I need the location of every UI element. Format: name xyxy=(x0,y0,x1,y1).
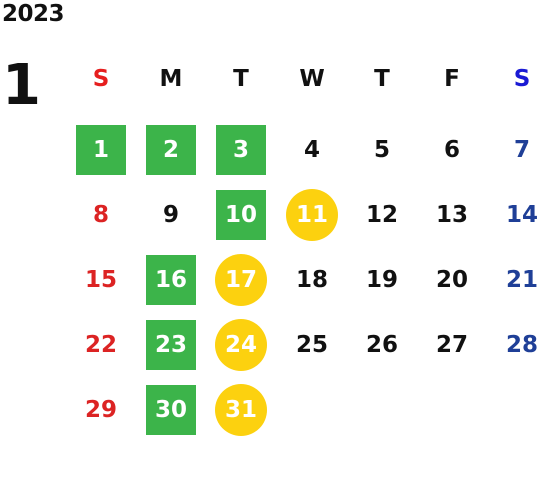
day-cell-17[interactable]: 17 xyxy=(215,254,267,306)
day-cell-23[interactable]: 23 xyxy=(146,320,196,370)
day-cell-3[interactable]: 3 xyxy=(216,125,266,175)
calendar-year: 2023 xyxy=(2,1,65,27)
day-cell-4[interactable]: 4 xyxy=(303,137,320,163)
day-cell-9[interactable]: 9 xyxy=(162,202,179,228)
day-cell-30[interactable]: 30 xyxy=(146,385,196,435)
day-cell-29[interactable]: 29 xyxy=(84,397,117,423)
day-cell-22[interactable]: 22 xyxy=(84,332,117,358)
day-cell-31[interactable]: 31 xyxy=(215,384,267,436)
weekday-header-6: S xyxy=(513,66,531,92)
day-cell-11[interactable]: 11 xyxy=(286,189,338,241)
weekday-header-1: M xyxy=(159,66,183,92)
day-cell-21[interactable]: 21 xyxy=(505,267,538,293)
day-cell-27[interactable]: 27 xyxy=(435,332,468,358)
day-cell-7[interactable]: 7 xyxy=(513,137,530,163)
day-cell-16[interactable]: 16 xyxy=(146,255,196,305)
day-cell-13[interactable]: 13 xyxy=(435,202,468,228)
day-cell-18[interactable]: 18 xyxy=(295,267,328,293)
weekday-header-4: T xyxy=(374,66,390,92)
day-cell-2[interactable]: 2 xyxy=(146,125,196,175)
calendar-month: 1 xyxy=(2,53,41,118)
weekday-header-3: W xyxy=(299,66,325,92)
day-cell-26[interactable]: 26 xyxy=(365,332,398,358)
day-cell-5[interactable]: 5 xyxy=(373,137,390,163)
weekday-header-2: T xyxy=(233,66,249,92)
weekday-header-5: F xyxy=(444,66,460,92)
day-cell-14[interactable]: 14 xyxy=(505,202,538,228)
day-cell-10[interactable]: 10 xyxy=(216,190,266,240)
day-cell-28[interactable]: 28 xyxy=(505,332,538,358)
weekday-header-0: S xyxy=(92,66,110,92)
day-cell-12[interactable]: 12 xyxy=(365,202,398,228)
day-cell-25[interactable]: 25 xyxy=(295,332,328,358)
day-cell-8[interactable]: 8 xyxy=(92,202,109,228)
day-cell-19[interactable]: 19 xyxy=(365,267,398,293)
day-cell-6[interactable]: 6 xyxy=(443,137,460,163)
day-cell-15[interactable]: 15 xyxy=(84,267,117,293)
day-cell-24[interactable]: 24 xyxy=(215,319,267,371)
day-cell-20[interactable]: 20 xyxy=(435,267,468,293)
day-cell-1[interactable]: 1 xyxy=(76,125,126,175)
